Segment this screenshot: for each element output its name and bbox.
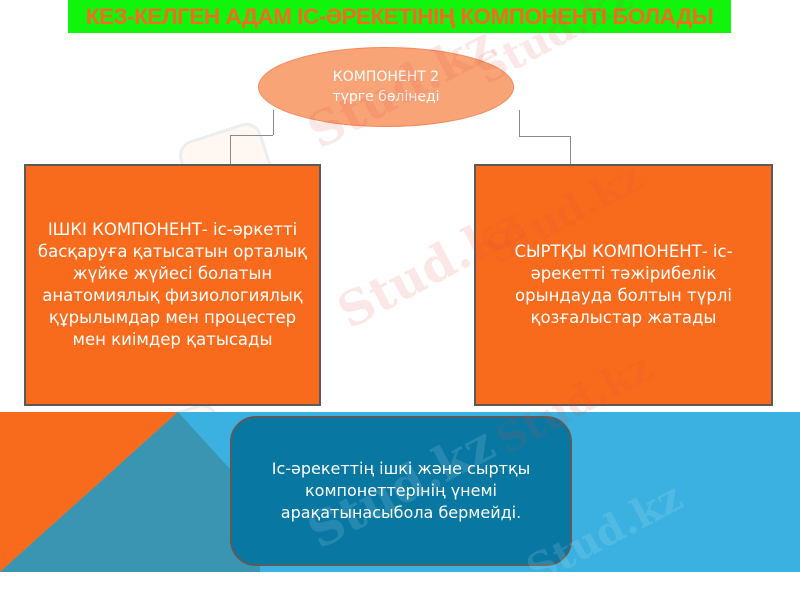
internal-component-text: ІШКІ КОМПОНЕНТ- іс-әркетті басқаруға қат…	[37, 220, 308, 349]
root-node-ellipse: КОМПОНЕНТ 2 түрге бөлінеді	[258, 47, 514, 127]
root-node-line2: түрге бөлінеді	[332, 89, 440, 105]
connector-right-horizontal	[519, 136, 570, 137]
connector-left-lower	[230, 135, 231, 164]
external-component-box: СЫРТҚЫ КОМПОНЕНТ- іс-әрекетті тәжірибелі…	[474, 164, 773, 406]
connector-right-lower	[570, 136, 571, 164]
slide-title: КЕЗ-КЕЛГЕН АДАМ ІС-ӘРЕКЕТІНІҢ КОМПОНЕНТІ…	[85, 3, 714, 29]
slide-title-bar: КЕЗ-КЕЛГЕН АДАМ ІС-ӘРЕКЕТІНІҢ КОМПОНЕНТІ…	[68, 0, 731, 33]
connector-left-upper	[273, 110, 274, 135]
footer-note-box: Іс-әрекеттің ішкі және сыртқы компонетте…	[230, 416, 572, 566]
internal-component-box: ІШКІ КОМПОНЕНТ- іс-әркетті басқаруға қат…	[24, 164, 321, 406]
root-node-line1: КОМПОНЕНТ 2	[332, 69, 440, 85]
connector-right-upper	[519, 110, 520, 136]
footer-note-text: Іс-әрекеттің ішкі және сыртқы компонетте…	[271, 459, 531, 522]
connector-left-horizontal	[230, 135, 273, 136]
bottom-triangles-shape	[0, 412, 260, 572]
external-component-text: СЫРТҚЫ КОМПОНЕНТ- іс-әрекетті тәжірибелі…	[514, 242, 733, 327]
